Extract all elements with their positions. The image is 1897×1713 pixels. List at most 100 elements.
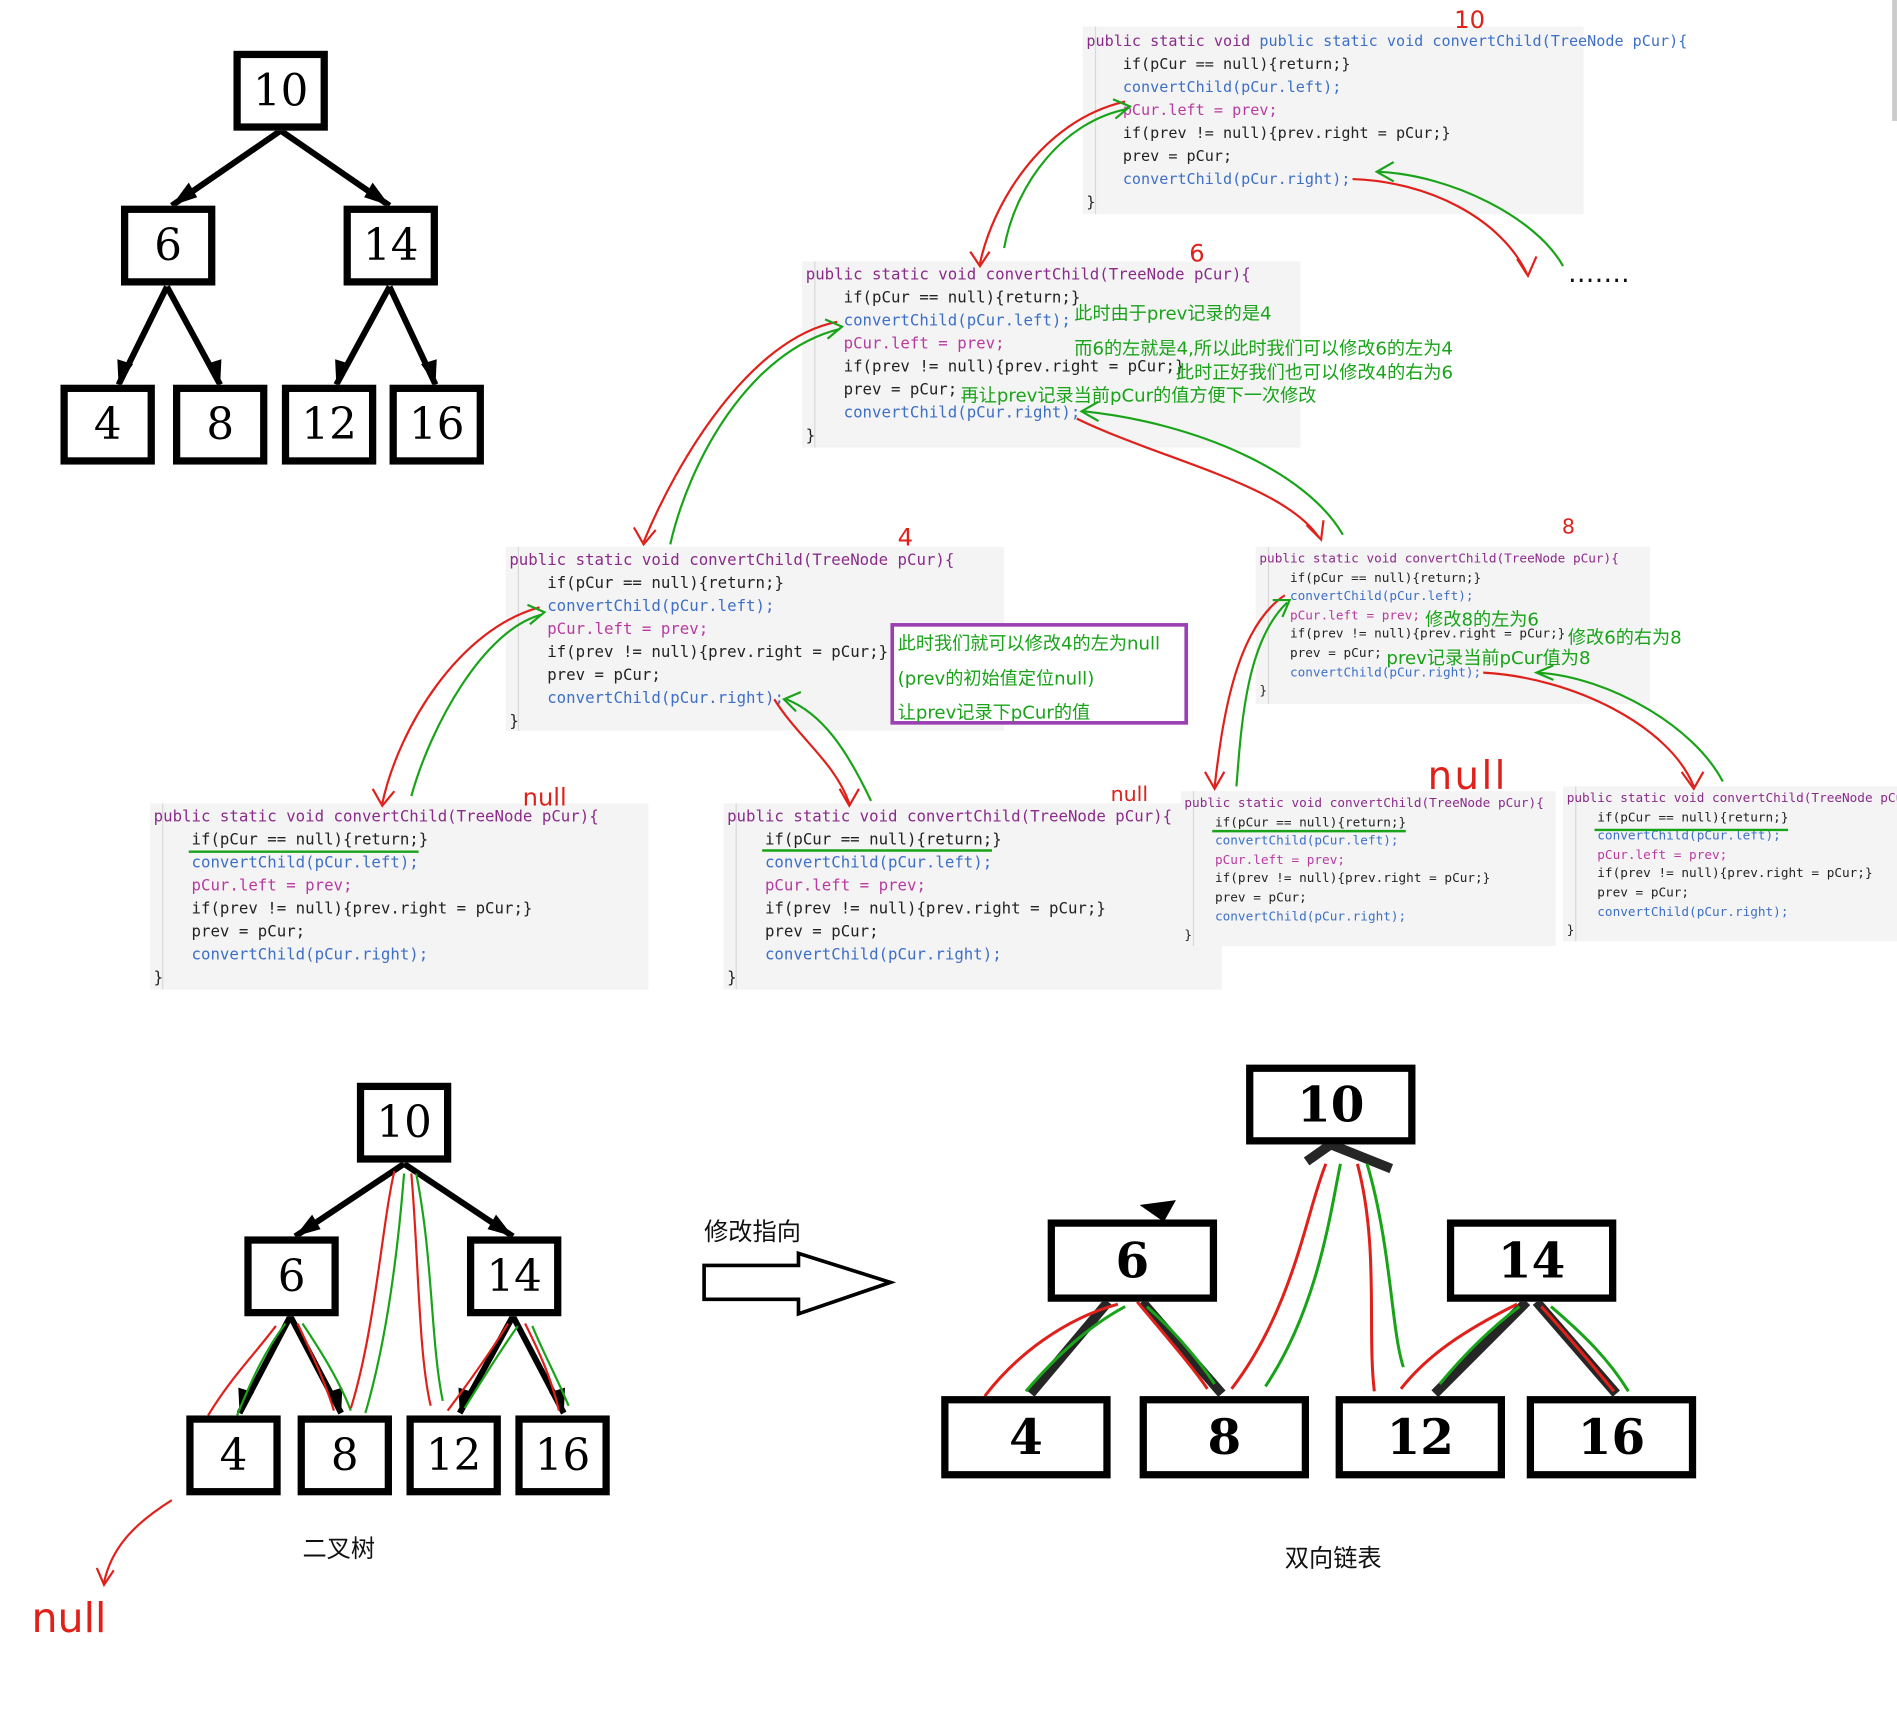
note-8-line2: 修改6的右为8 — [1567, 626, 1682, 649]
note-6-line3: 此时正好我们也可以修改4的右为6 — [1175, 361, 1454, 384]
list-node-4: 4 — [941, 1396, 1111, 1479]
bottom-tree-node-6: 6 — [244, 1236, 339, 1317]
null-label-b: null — [1110, 782, 1149, 807]
code-line-8: } — [1566, 923, 1575, 938]
null-label-a: null — [522, 782, 567, 812]
list-node-16: 16 — [1526, 1396, 1697, 1479]
code-line-5: if(prev != null){prev.right = pCur;} — [805, 358, 1185, 377]
code-line-8: } — [1086, 192, 1096, 211]
code-line-6: prev = pCur; — [1566, 885, 1690, 901]
code-line-1: public static void convertChild(TreeNode… — [1566, 791, 1897, 806]
code-line-5: if(prev != null){prev.right = pCur;} — [1086, 123, 1451, 142]
bottom-tree-node-16: 16 — [515, 1415, 610, 1496]
code-line-4: pCur.left = prev; — [727, 877, 926, 896]
null-label-c: null — [1427, 752, 1508, 799]
code-line-6: prev = pCur; — [153, 923, 306, 942]
code-line-1: public static void convertChild(TreeNode… — [1184, 796, 1544, 811]
panel-label-8: 8 — [1561, 515, 1575, 540]
code-line-7: convertChild(pCur.right); — [1259, 664, 1482, 680]
scrollbar[interactable] — [1892, 0, 1897, 121]
code-panel-null-4: public static void convertChild(TreeNode… — [1563, 786, 1897, 942]
code-line-3: convertChild(pCur.left); — [1566, 828, 1781, 844]
code-line-2: if(pCur == null){return;} — [509, 574, 784, 593]
code-line-1: public static void convertChild(TreeNode… — [805, 266, 1251, 285]
code-line-4: pCur.left = prev; — [805, 335, 1005, 354]
null-label-d: null — [31, 1594, 107, 1643]
top-tree-node-4: 4 — [60, 384, 155, 465]
code-line-5: if(prev != null){prev.right = pCur;} — [153, 900, 533, 919]
top-tree-node-12: 12 — [281, 384, 377, 465]
code-line-7: convertChild(pCur.right); — [727, 946, 1002, 965]
code-line-6: prev = pCur; — [509, 666, 661, 685]
code-line-7: convertChild(pCur.right); — [153, 946, 429, 965]
code-line-8: } — [1259, 683, 1268, 699]
code-line-1: public static void convertChild(TreeNode… — [153, 808, 599, 827]
code-line-1: public static void convertChild(TreeNode… — [727, 808, 1173, 827]
list-node-10: 10 — [1246, 1064, 1416, 1145]
note-6-line2: 而6的左就是4,所以此时我们可以修改6的左为4 — [1074, 337, 1453, 360]
code-panel-null-2: public static void convertChild(TreeNode… — [723, 803, 1222, 990]
code-line-8: } — [509, 712, 519, 731]
list-node-12: 12 — [1335, 1396, 1505, 1479]
list-node-6: 6 — [1047, 1219, 1218, 1302]
code-line-2: if(pCur == null){return;} — [1259, 570, 1482, 586]
panel-label-6: 6 — [1189, 238, 1205, 268]
code-panel-8: public static void convertChild(TreeNode… — [1255, 546, 1651, 705]
code-line-2: if(pCur == null){return;} — [1086, 54, 1351, 73]
note-8-line1: 修改8的左为6 — [1425, 608, 1539, 631]
code-line-4: pCur.left = prev; — [1184, 852, 1346, 868]
panel-label-4: 4 — [897, 522, 914, 552]
code-line-3: convertChild(pCur.left); — [727, 854, 993, 873]
code-line-3: convertChild(pCur.left); — [153, 854, 419, 873]
top-tree-node-16: 16 — [389, 384, 484, 465]
code-line-8: } — [805, 427, 816, 446]
note-6-line4: 再让prev记录当前pCur的值方便下一次修改 — [960, 384, 1317, 407]
box-line1: 此时我们就可以修改4的左为null — [897, 632, 1161, 655]
caption-binary-tree: 二叉树 — [302, 1534, 376, 1564]
top-tree-node-14: 14 — [343, 205, 438, 286]
list-node-8: 8 — [1139, 1396, 1310, 1479]
bottom-tree-node-12: 12 — [406, 1415, 501, 1496]
code-line-3: convertChild(pCur.left); — [1259, 589, 1474, 604]
top-tree-node-8: 8 — [173, 384, 268, 465]
code-line-4: pCur.left = prev; — [1086, 100, 1278, 119]
code-line-5: if(prev != null){prev.right = pCur;} — [1259, 627, 1566, 642]
code-line-8: } — [727, 969, 737, 988]
code-line-2: if(pCur == null){return;} — [153, 831, 429, 850]
top-tree-node-10: 10 — [233, 50, 328, 131]
code-line-2: if(pCur == null){return;} — [805, 289, 1081, 308]
bottom-tree-node-8: 8 — [297, 1415, 392, 1496]
code-line-8: } — [1184, 928, 1193, 943]
code-line-4: pCur.left = prev; — [153, 877, 353, 896]
code-line-1: public static void convertChild(TreeNode… — [509, 551, 955, 570]
code-panel-6: public static void convertChild(TreeNode… — [802, 261, 1301, 448]
explanation-box: 此时我们就可以修改4的左为null (prev的初始值定位null) 让prev… — [890, 623, 1189, 725]
code-line-2: if(pCur == null){return;} — [1184, 814, 1407, 830]
code-line-3: convertChild(pCur.left); — [509, 597, 775, 616]
code-line-3: convertChild(pCur.left); — [805, 312, 1071, 331]
bottom-tree-node-10: 10 — [356, 1082, 452, 1163]
code-line-7: convertChild(pCur.right); — [509, 689, 784, 708]
panel-label-10: 10 — [1454, 4, 1485, 34]
list-node-14: 14 — [1446, 1219, 1617, 1302]
note-6-line1: 此时由于prev记录的是4 — [1074, 302, 1272, 325]
caption-doubly-linked-list: 双向链表 — [1284, 1543, 1382, 1573]
code-panel-10: public static void public static void co… — [1082, 26, 1687, 215]
code-line-4: pCur.left = prev; — [1259, 608, 1421, 623]
bottom-tree-node-4: 4 — [186, 1415, 281, 1496]
code-line-5: if(prev != null){prev.right = pCur;} — [1184, 871, 1491, 887]
code-line-6: prev = pCur; — [805, 381, 958, 400]
code-line-1: public static void convertChild(TreeNode… — [1259, 551, 1619, 567]
code-line-6: prev = pCur; — [1184, 890, 1307, 905]
code-line-7: convertChild(pCur.right); — [1184, 909, 1407, 924]
code-line-6: prev = pCur; — [727, 923, 879, 942]
code-line-signature: public static void public static void co… — [1086, 31, 1688, 50]
code-line-5: if(prev != null){prev.right = pCur;} — [1566, 866, 1873, 882]
code-line-7: convertChild(pCur.right); — [805, 404, 1081, 423]
code-line-6: prev = pCur; — [1086, 146, 1233, 165]
arrow-label: 修改指向 — [704, 1217, 801, 1247]
